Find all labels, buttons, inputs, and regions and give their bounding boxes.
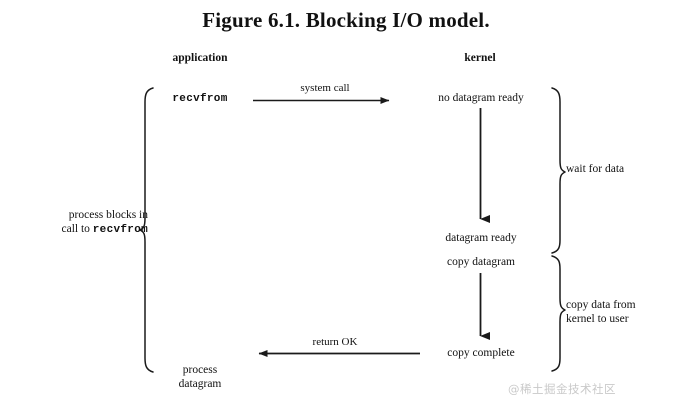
column-header-application: application (172, 52, 228, 64)
column-header-kernel: kernel (464, 52, 496, 64)
node-datagram-ready: datagram ready (445, 232, 517, 244)
brace-label-process-blocks-mono: recvfrom (92, 224, 148, 237)
brace-label-wait-for-data: wait for data (566, 163, 625, 175)
node-process-datagram-line1: process (182, 364, 218, 376)
brace-label-copy-data: copy data from kernel to user (566, 298, 636, 327)
brace-label-process-blocks-line2: call to recvfrom (30, 222, 148, 238)
brace-wait-for-data (551, 87, 566, 254)
brace-label-process-blocks: process blocks in call to recvfrom (30, 208, 148, 238)
figure-title: Figure 6.1. Blocking I/O model. (202, 8, 490, 32)
watermark: @稀土掘金技术社区 (508, 382, 616, 396)
node-no-datagram-ready: no datagram ready (438, 92, 524, 104)
node-recvfrom-label: recvfrom (172, 93, 228, 105)
node-copy-datagram: copy datagram (446, 256, 515, 268)
arrow-label-return-ok: return OK (312, 336, 358, 348)
brace-copy-data (551, 255, 566, 372)
node-recvfrom: recvfrom (150, 92, 250, 106)
brace-label-copy-data-line2: kernel to user (566, 313, 629, 326)
node-process-datagram-line2: datagram (178, 378, 222, 391)
node-copy-complete: copy complete (447, 347, 515, 359)
brace-label-process-blocks-line1: process blocks in (68, 209, 148, 221)
arrow-label-system-call: system call (300, 82, 350, 94)
brace-label-process-blocks-prefix: call to (61, 223, 93, 236)
node-process-datagram: process datagram (150, 363, 250, 392)
brace-label-copy-data-line1: copy data from (566, 299, 636, 311)
